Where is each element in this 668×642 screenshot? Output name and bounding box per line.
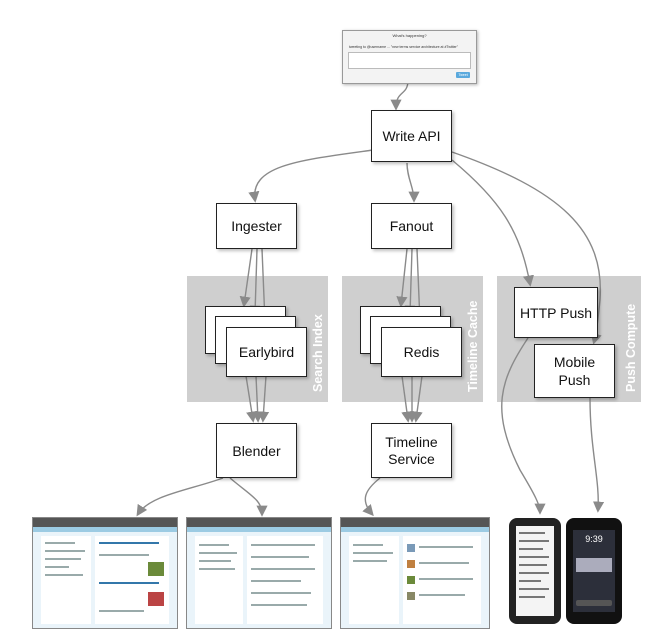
ingester-node: Ingester <box>216 203 297 249</box>
fanout-node: Fanout <box>371 203 452 249</box>
tweet-compose-title: What's happening? <box>392 33 427 38</box>
tweet-button: Tweet <box>456 72 470 78</box>
mobile-phone-lockscreen: 9:39 <box>566 518 622 624</box>
tweet-compose-text: tweeting to @username ... "new terms ser… <box>349 45 458 49</box>
tweet-compose-input <box>348 52 471 69</box>
earlybird-node: Earlybird <box>226 327 307 377</box>
redis-node: Redis <box>381 327 462 377</box>
mobile-phone-feed <box>509 518 561 624</box>
mobile-push-node: Mobile Push <box>534 344 615 398</box>
web-client-screenshot-3 <box>340 517 490 629</box>
edge-tweet-to-writeapi <box>390 79 409 111</box>
web-client-screenshot-2 <box>186 517 332 629</box>
http-push-node: HTTP Push <box>514 287 598 338</box>
timeline-service-node: Timeline Service <box>371 423 452 478</box>
edge-writeapi-to-fanout <box>406 162 420 203</box>
write-api-node: Write API <box>371 110 452 162</box>
edge-timeline-to-web3 <box>362 477 381 517</box>
blender-node: Blender <box>216 423 297 478</box>
edge-writeapi-to-httppush <box>451 159 534 287</box>
web-client-screenshot-1 <box>32 517 178 629</box>
edge-httppush-to-phone1 <box>501 337 546 515</box>
edge-writeapi-to-ingester <box>248 149 374 203</box>
tweet-compose-window: What's happening? tweeting to @username … <box>342 30 477 84</box>
edge-blender-to-web1 <box>136 477 224 517</box>
edge-mobilepush-to-phone2 <box>589 397 605 513</box>
edge-blender-to-web2 <box>229 477 268 517</box>
phone-clock: 9:39 <box>585 534 603 544</box>
